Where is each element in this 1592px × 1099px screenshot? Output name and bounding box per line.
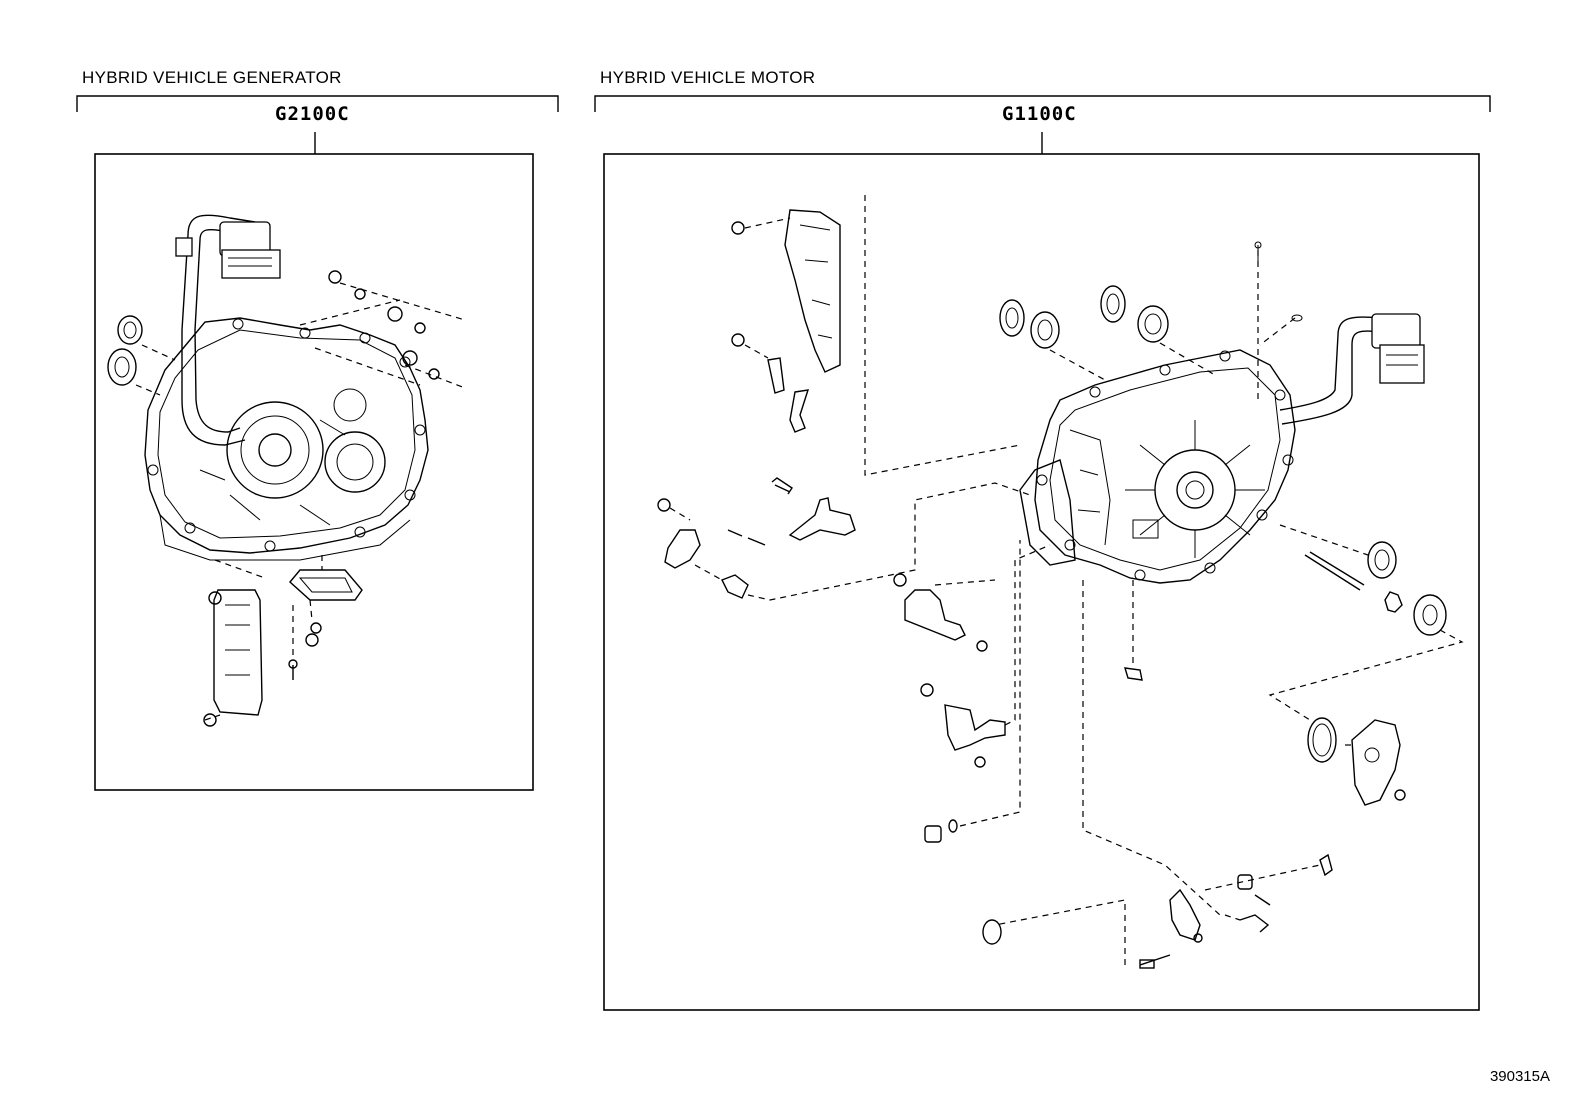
generator-plug-washers[interactable] <box>299 270 466 389</box>
motor-housing[interactable] <box>1019 313 1425 584</box>
motor-oil-pump-cover[interactable] <box>1307 717 1406 806</box>
generator-housing[interactable] <box>144 317 429 561</box>
generator-oil-strainer[interactable] <box>203 559 266 727</box>
motor-sensor-bracket[interactable] <box>731 195 1021 476</box>
motor-speed-sensor[interactable] <box>893 573 996 652</box>
generator-caption: HYBRID VEHICLE GENERATOR <box>82 68 342 87</box>
motor-caption: HYBRID VEHICLE MOTOR <box>600 68 816 87</box>
generator-harness-cable[interactable] <box>175 214 281 446</box>
motor-part-code[interactable]: G1100C <box>1002 103 1077 125</box>
generator-group-bracket <box>76 95 559 112</box>
generator-part-code[interactable]: G2100C <box>275 103 350 125</box>
motor-frame <box>603 153 1480 1011</box>
motor-bearings[interactable] <box>999 241 1303 400</box>
motor-temperature-sensor[interactable] <box>920 544 1051 768</box>
motor-group-bracket <box>594 95 1491 112</box>
motor-shaft-and-seal[interactable] <box>1268 524 1464 721</box>
harness-connector <box>221 249 281 279</box>
motor-drain-plug[interactable] <box>924 540 1021 843</box>
illustration-reference-number: 390315A <box>1489 1068 1550 1085</box>
generator-oil-seal[interactable] <box>107 315 176 396</box>
generator-frame <box>94 153 534 791</box>
motor-harness-connector <box>1379 344 1425 384</box>
motor-parking-rod[interactable] <box>982 580 1333 969</box>
generator-cover-plate[interactable] <box>288 555 363 680</box>
motor-shift-lever[interactable] <box>657 477 1031 601</box>
